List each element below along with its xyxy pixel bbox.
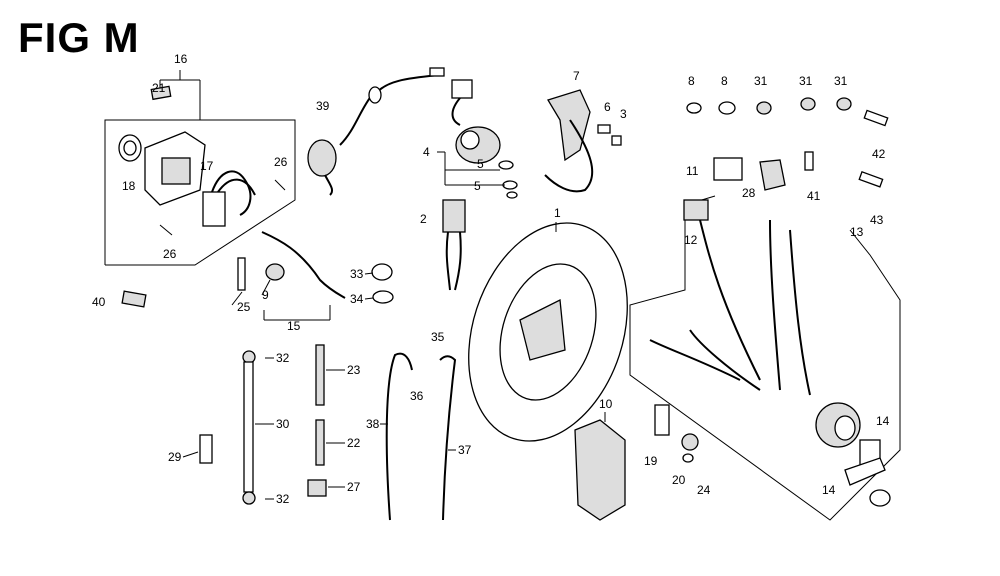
callout-41: 41: [807, 189, 821, 203]
callout-2: 2: [420, 212, 427, 226]
callout-29: 29: [168, 450, 182, 464]
callout-5a: 5: [477, 157, 484, 171]
throttle-bracket: [544, 89, 622, 193]
callout-18: 18: [122, 179, 136, 193]
callout-22: 22: [347, 436, 361, 450]
callout-14b: 14: [822, 483, 836, 497]
callout-23: 23: [347, 363, 361, 377]
callout-14a: 14: [876, 414, 890, 428]
callout-28: 28: [742, 186, 756, 200]
callout-34: 34: [350, 292, 364, 306]
callout-36: 36: [410, 389, 424, 403]
leader-lines: [182, 222, 606, 500]
callout-20: 20: [672, 473, 686, 487]
callout-9: 9: [262, 288, 269, 302]
callout-24: 24: [697, 483, 711, 497]
callout-25: 25: [237, 300, 251, 314]
callout-11: 11: [686, 164, 699, 178]
ground-wire-assembly: [307, 67, 445, 196]
callout-13: 13: [850, 225, 864, 239]
wire-harness: [629, 157, 901, 521]
callout-5b: 5: [474, 179, 481, 193]
callout-31a: 31: [754, 74, 768, 88]
callout-31b: 31: [799, 74, 813, 88]
callout-32a: 32: [276, 351, 290, 365]
callout-16: 16: [174, 52, 188, 66]
callout-27: 27: [347, 480, 361, 494]
washers-and-bolts: [686, 97, 889, 188]
lower-parts: [121, 231, 699, 521]
callout-43: 43: [870, 213, 884, 227]
callout-10: 10: [599, 397, 613, 411]
callout-7: 7: [573, 69, 580, 83]
callout-8b: 8: [721, 74, 728, 88]
callout-26b: 26: [163, 247, 177, 261]
callout-33: 33: [350, 267, 364, 281]
callout-12: 12: [684, 233, 698, 247]
callout-3: 3: [620, 107, 627, 121]
callout-35: 35: [431, 330, 445, 344]
callout-6: 6: [604, 100, 611, 114]
callout-17: 17: [200, 159, 214, 173]
callout-19: 19: [644, 454, 658, 468]
figure-title: FIG M: [18, 14, 140, 61]
callout-40: 40: [92, 295, 106, 309]
flywheel: [468, 222, 628, 442]
ignition-coil-assembly: [104, 70, 296, 266]
callout-15: 15: [287, 319, 301, 333]
callout-30: 30: [276, 417, 290, 431]
callout-labels: 16 21 18 17 26 26 39 4 5 5 2 7 6 3 1 8 8…: [92, 52, 890, 506]
callout-37: 37: [458, 443, 472, 457]
callout-1: 1: [554, 206, 561, 220]
callout-26a: 26: [274, 155, 288, 169]
callout-38: 38: [366, 417, 380, 431]
callout-39: 39: [316, 99, 330, 113]
callout-21: 21: [152, 81, 166, 95]
exciter-coil-group: [437, 79, 518, 291]
callout-31c: 31: [834, 74, 848, 88]
callout-42: 42: [872, 147, 886, 161]
callout-32b: 32: [276, 492, 290, 506]
callout-4: 4: [423, 145, 430, 159]
callout-8a: 8: [688, 74, 695, 88]
